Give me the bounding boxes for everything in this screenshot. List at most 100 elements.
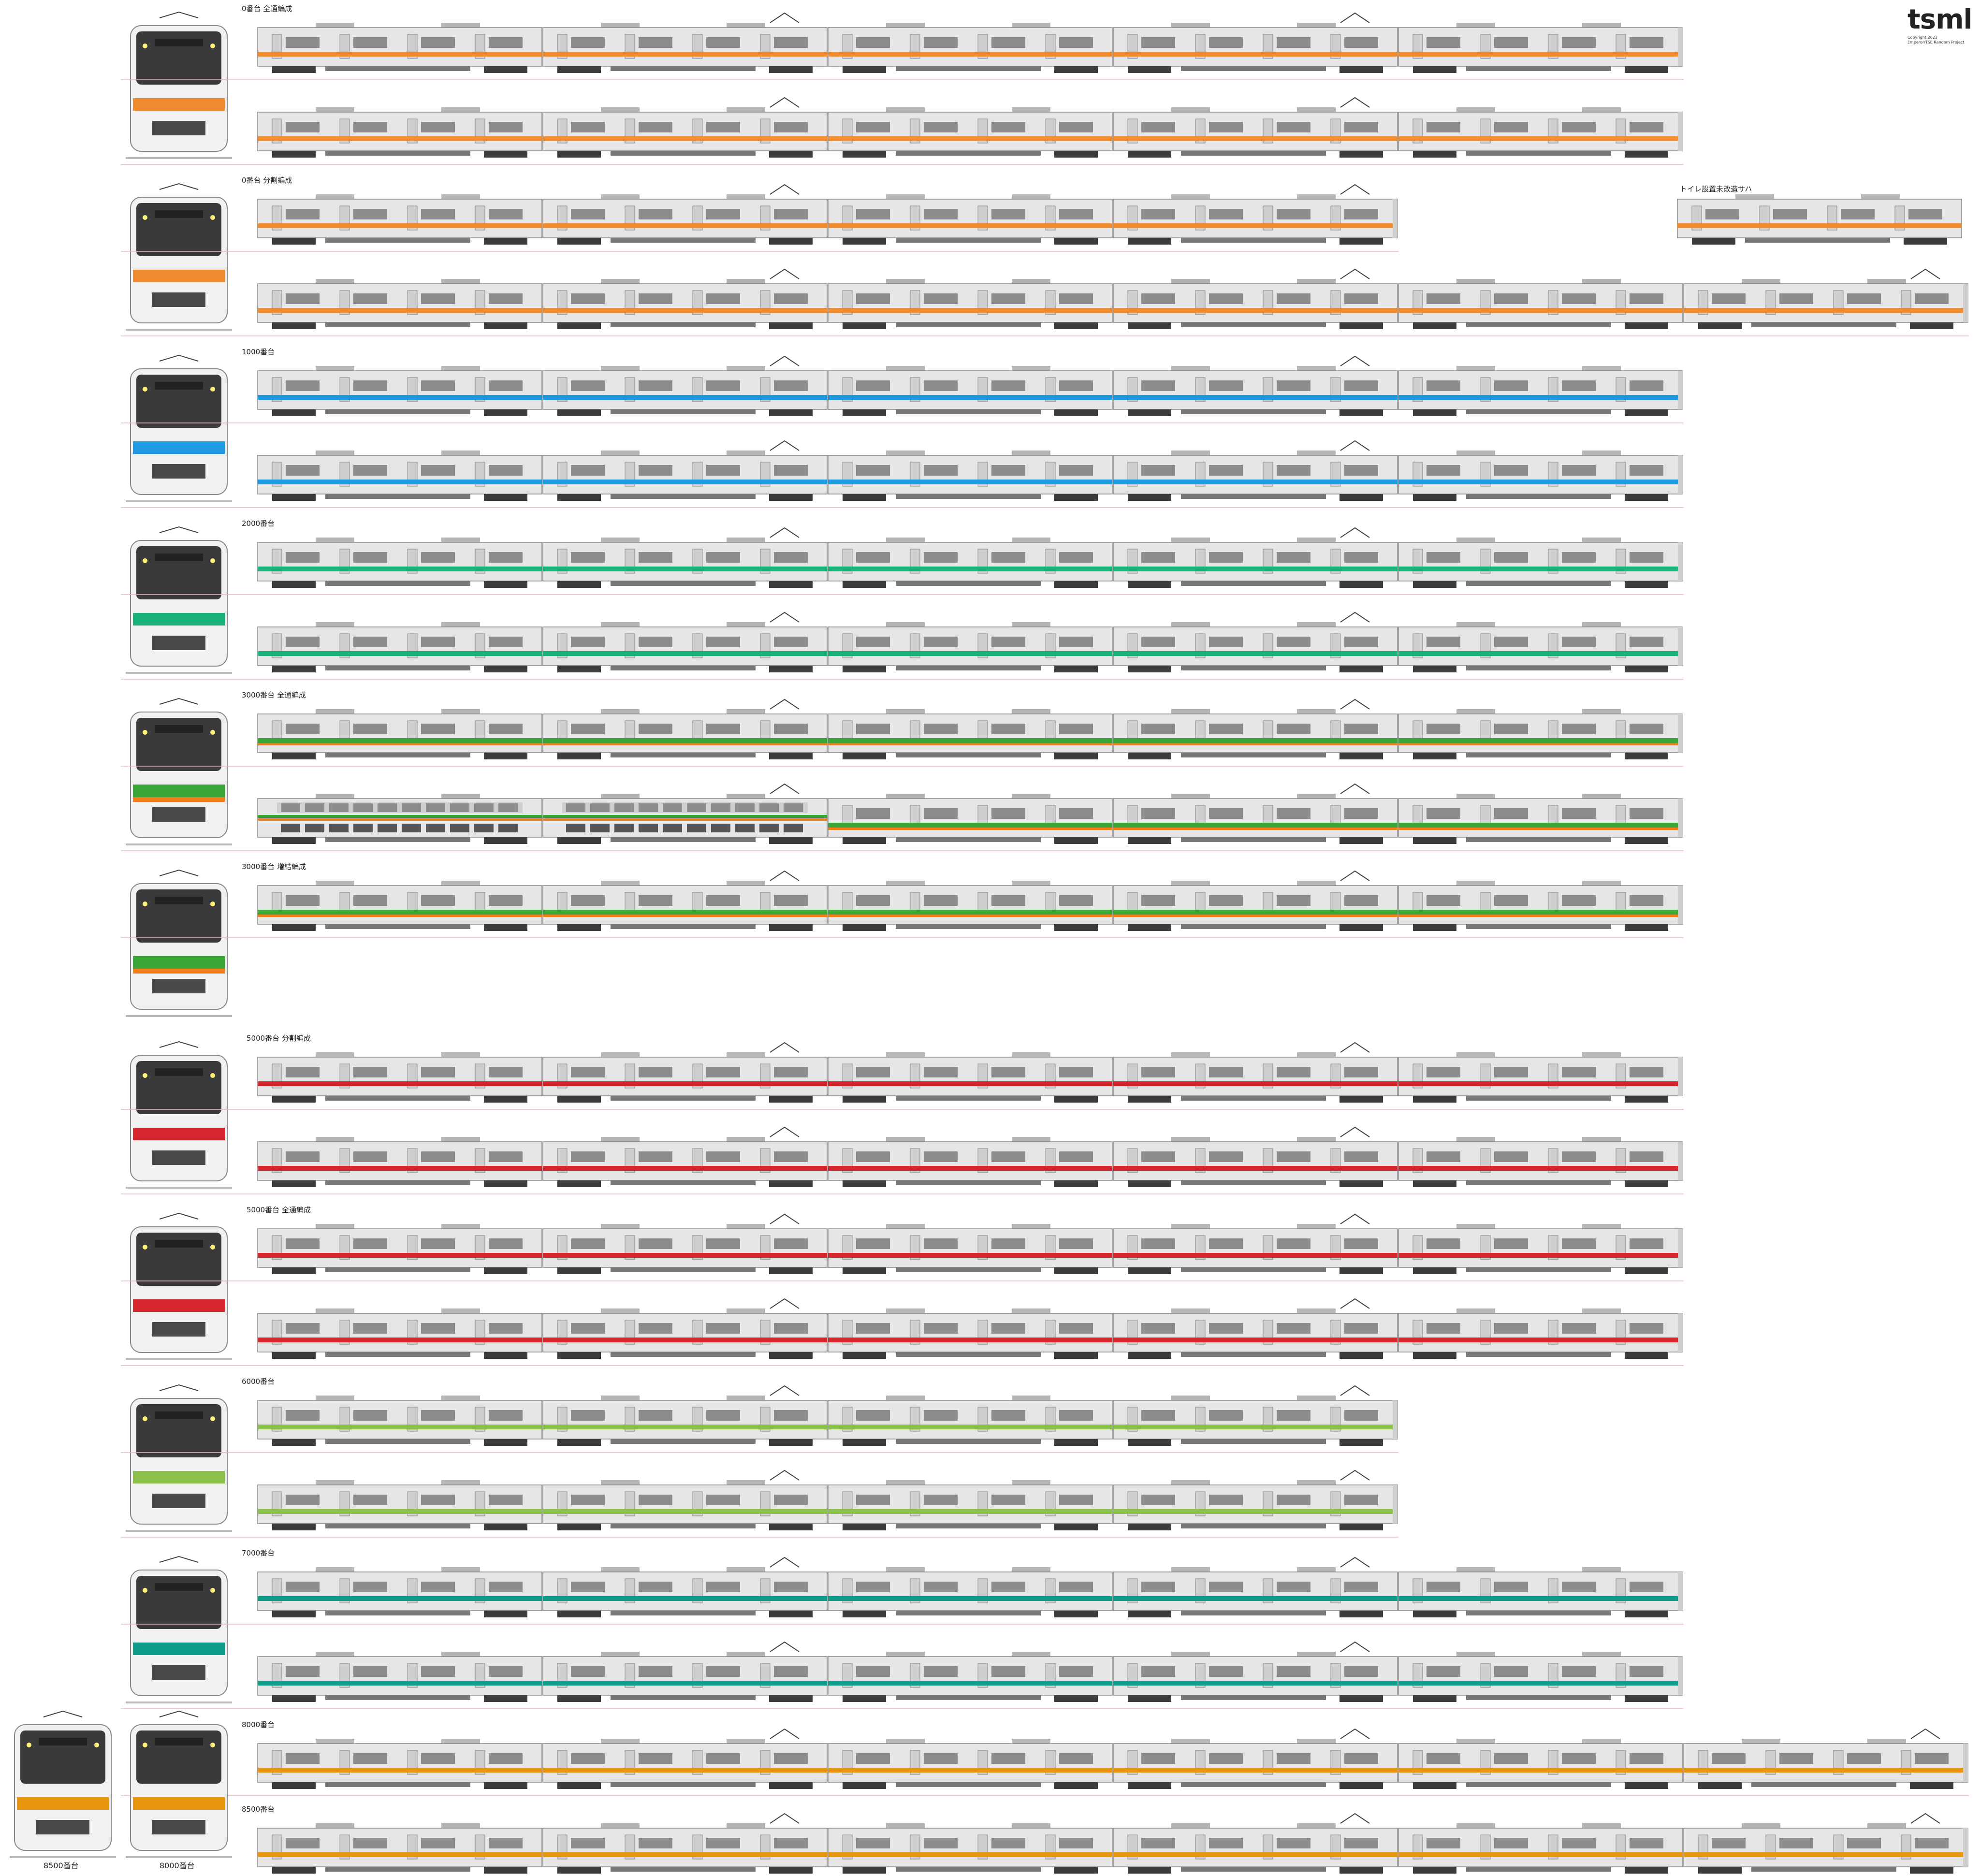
roof-equipment bbox=[1012, 194, 1050, 199]
headlight bbox=[210, 902, 215, 906]
window bbox=[450, 824, 469, 832]
roof-equipment bbox=[316, 194, 354, 199]
bogie bbox=[1339, 837, 1383, 844]
bogie bbox=[1698, 322, 1742, 329]
train-car bbox=[1113, 440, 1398, 501]
roof-equipment bbox=[1582, 1652, 1621, 1657]
bogie bbox=[1413, 1180, 1456, 1187]
bogie bbox=[843, 322, 886, 329]
train-front-view bbox=[10, 1710, 116, 1858]
roof-equipment bbox=[1582, 107, 1621, 112]
train-car bbox=[1398, 279, 1683, 329]
bogie bbox=[557, 1180, 601, 1187]
roof-equipment bbox=[1582, 366, 1621, 371]
window bbox=[1344, 209, 1378, 219]
stripe bbox=[828, 136, 1112, 141]
window bbox=[1427, 380, 1460, 391]
roof-equipment bbox=[316, 1396, 354, 1400]
roof-equipment bbox=[316, 1224, 354, 1229]
coupler-area bbox=[152, 1150, 205, 1165]
window bbox=[924, 122, 958, 132]
front-band bbox=[133, 270, 225, 282]
stripe bbox=[1113, 1596, 1398, 1601]
headlight bbox=[143, 215, 147, 220]
bogie bbox=[769, 581, 813, 588]
roof-equipment bbox=[441, 794, 480, 799]
window bbox=[687, 803, 706, 812]
roof-equipment bbox=[1582, 622, 1621, 627]
bogie bbox=[1625, 581, 1668, 588]
roof-equipment bbox=[886, 1739, 925, 1744]
bogie bbox=[843, 1267, 886, 1274]
window bbox=[706, 1151, 740, 1162]
window bbox=[991, 1323, 1025, 1334]
roof-equipment bbox=[727, 1052, 765, 1057]
underfloor bbox=[325, 1439, 470, 1444]
bogie bbox=[272, 753, 316, 759]
bogie bbox=[1054, 1096, 1098, 1103]
stripe bbox=[258, 1338, 542, 1342]
underfloor bbox=[325, 1867, 470, 1872]
stripe bbox=[1113, 738, 1398, 743]
window bbox=[706, 380, 740, 391]
destination-sign bbox=[39, 1738, 87, 1745]
window bbox=[474, 824, 494, 832]
underfloor bbox=[1466, 581, 1611, 586]
train-front-view bbox=[126, 698, 232, 845]
roof-equipment bbox=[601, 1480, 640, 1485]
roof-equipment bbox=[1297, 881, 1336, 886]
roof-equipment bbox=[1456, 279, 1495, 284]
underfloor bbox=[1181, 1611, 1326, 1615]
underfloor bbox=[1181, 409, 1326, 414]
underfloor bbox=[1181, 1180, 1326, 1185]
pantograph bbox=[1340, 1298, 1370, 1309]
window bbox=[639, 1495, 672, 1505]
bogie bbox=[843, 494, 886, 501]
window bbox=[286, 552, 320, 563]
stripe bbox=[543, 1253, 827, 1258]
window bbox=[286, 1410, 320, 1421]
stripe bbox=[258, 1425, 542, 1429]
stripe bbox=[258, 1852, 542, 1857]
bogie bbox=[272, 1524, 316, 1530]
roof-equipment bbox=[1171, 366, 1210, 371]
front-rail bbox=[126, 1701, 232, 1703]
stripe bbox=[258, 480, 542, 484]
stripe-secondary bbox=[543, 743, 827, 745]
window bbox=[498, 824, 518, 832]
window bbox=[1277, 1323, 1310, 1334]
window bbox=[281, 824, 300, 832]
bogie bbox=[272, 322, 316, 329]
stripe bbox=[258, 1253, 542, 1258]
stripe bbox=[828, 1768, 1112, 1773]
window bbox=[1427, 1151, 1460, 1162]
window bbox=[1277, 1238, 1310, 1249]
bogie bbox=[1054, 66, 1098, 73]
roof-equipment bbox=[1456, 451, 1495, 455]
window bbox=[1847, 1753, 1881, 1764]
roof-equipment bbox=[886, 279, 925, 284]
roof-equipment bbox=[727, 538, 765, 542]
window bbox=[1712, 1753, 1746, 1764]
underfloor bbox=[896, 1180, 1041, 1185]
window bbox=[735, 803, 755, 812]
window bbox=[353, 1753, 387, 1764]
roof-equipment bbox=[1582, 881, 1621, 886]
roof-equipment bbox=[886, 1137, 925, 1142]
bogie bbox=[557, 924, 601, 931]
train-car bbox=[828, 1309, 1113, 1359]
underfloor bbox=[896, 409, 1041, 414]
roof-equipment bbox=[601, 1739, 640, 1744]
window bbox=[1209, 209, 1243, 219]
stripe bbox=[258, 1166, 542, 1171]
window bbox=[759, 824, 779, 832]
stripe bbox=[543, 1852, 827, 1857]
train-car bbox=[828, 1224, 1113, 1274]
stripe bbox=[258, 308, 542, 313]
section-label: 7000番台 bbox=[242, 1549, 275, 1557]
logo-copyright: Copyright 2023 bbox=[1907, 35, 1937, 40]
window bbox=[1141, 1838, 1175, 1848]
window bbox=[991, 1666, 1025, 1677]
underfloor bbox=[1181, 837, 1326, 842]
window bbox=[1630, 552, 1663, 563]
